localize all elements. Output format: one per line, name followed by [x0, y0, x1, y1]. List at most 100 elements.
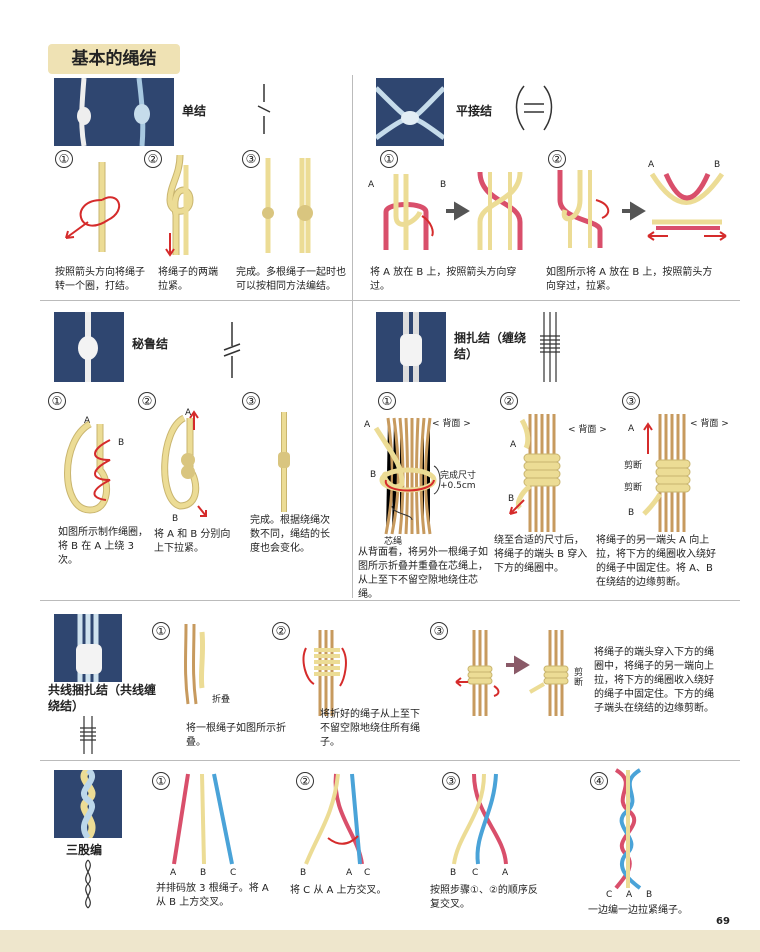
- square-knot-photo: [376, 78, 444, 146]
- row-divider: [40, 600, 740, 601]
- wrap-label-back-1: < 背面 >: [432, 419, 471, 429]
- wrap-label-a-2: A: [510, 440, 517, 450]
- single-knot-name: 单结: [182, 104, 207, 118]
- wrap-step-2-diagram: [509, 414, 561, 532]
- wrap-step-1-diagram: [373, 417, 441, 535]
- row-divider: [40, 300, 740, 301]
- braid-step-4-number: ④: [590, 772, 608, 790]
- secret-label-a: A: [84, 416, 91, 426]
- square-label-b: B: [440, 180, 447, 190]
- braid-step-4-caption: 一边编一边拉紧绳子。: [588, 905, 688, 916]
- braid-3-label-2: C: [472, 868, 479, 878]
- braid-step-2-caption: 将 C 从 A 上方交叉。: [290, 885, 387, 896]
- braid-step-4-diagram: [614, 768, 642, 890]
- square-knot-photo-art: [376, 86, 444, 141]
- square-step-2b-diagram: [647, 172, 727, 241]
- braid-2-label-1: B: [300, 868, 307, 878]
- braid-step-2-diagram: [304, 773, 364, 865]
- braid-1-label-c: C: [230, 868, 237, 878]
- square-step-1b-diagram: [477, 171, 523, 250]
- page-title: 基本的绳结: [48, 44, 180, 74]
- column-divider: [352, 75, 353, 598]
- secret-step-2-caption: 将 A 和 B 分别向上下拉紧。: [154, 529, 231, 554]
- square-label-a-2: A: [648, 160, 655, 170]
- braid-step-1-caption: 并排码放 3 根绳子。将 A 从 B 上方交叉。: [156, 883, 269, 908]
- square-arrow-1: [446, 201, 470, 221]
- single-knot-symbol: [257, 84, 271, 134]
- secret-step-1-number: ①: [48, 392, 66, 410]
- shared-step-1-number: ①: [152, 622, 170, 640]
- wrap-step-3-number: ③: [622, 392, 640, 410]
- wrap-step-1-number: ①: [378, 392, 396, 410]
- shared-step-3-caption: 将绳子的端头穿入下方的绳圈中，将绳子的另一端向上拉，将下方的绳圈收入绕好的绳子中…: [594, 647, 714, 714]
- braid-step-1-number: ①: [152, 772, 170, 790]
- single-step-2-caption: 将绳子的两端拉紧。: [158, 267, 218, 292]
- wrap-label-cut-2: 剪断: [624, 483, 643, 493]
- square-label-b-2: B: [714, 160, 721, 170]
- shared-step-1-diagram: [184, 623, 206, 705]
- wrap-step-2-caption: 绕至合适的尺寸后，将绳子的端头 B 穿入下方的绳圈中。: [494, 535, 588, 574]
- square-step-1-caption: 将 A 放在 B 上，按照箭头方向穿过。: [370, 267, 517, 292]
- page-number: 69: [716, 916, 730, 927]
- single-step-1-caption: 按照箭头方向将绳子转一个圈，打结。: [55, 267, 145, 292]
- single-knot-photo: [54, 78, 174, 146]
- secret-knot-name: 秘鲁结: [132, 337, 169, 351]
- shared-step-2-caption: 将折好的绳子从上至下不留空隙地绕住所有绳子。: [320, 709, 420, 748]
- wrap-label-b-3: B: [628, 508, 635, 518]
- wrap-step-1-caption: 从背面看，将另外一根绳子如图所示折叠并重叠在芯绳上，从上至下不留空隙地绕住芯绳。: [358, 547, 488, 600]
- wrap-label-core: 芯绳: [384, 537, 403, 547]
- wrap-label-size: 完成尺寸+0.5cm: [440, 471, 477, 491]
- braid-3-label-3: A: [502, 868, 509, 878]
- braid-step-3-number: ③: [442, 772, 460, 790]
- shared-label-cut: 剪断: [574, 668, 584, 688]
- wrap-label-back-3: < 背面 >: [690, 419, 729, 429]
- shared-step-3b-diagram: [529, 630, 569, 716]
- secret-knot-symbol: [223, 322, 241, 378]
- braid-3-label-1: B: [450, 868, 457, 878]
- secret-step-2-diagram: [161, 410, 207, 517]
- wrap-label-a-3: A: [628, 424, 635, 434]
- braid-1-label-a: A: [170, 868, 177, 878]
- braid-2-label-3: C: [364, 868, 371, 878]
- shared-knot-name: 共线捆扎结（共线缠绕结）: [48, 683, 157, 713]
- secret-label-b-2: B: [172, 514, 179, 524]
- square-step-1-number: ①: [380, 150, 398, 168]
- secret-step-3-caption: 完成。根据绕绳次数不同，绳结的长度也会变化。: [250, 515, 330, 554]
- single-step-2-diagram: [165, 154, 194, 257]
- secret-knot-photo-art: [78, 312, 98, 382]
- square-knot-symbol: [515, 85, 553, 131]
- wrap-knot-photo: [376, 312, 446, 382]
- braid-4-label-3: B: [646, 890, 653, 900]
- square-label-a: A: [368, 180, 375, 190]
- shared-step-1-caption: 将一根绳子如图所示折叠。: [186, 723, 286, 748]
- single-step-3-diagram: [262, 158, 313, 253]
- single-knot-photo-art: [77, 78, 150, 146]
- square-step-2-number: ②: [548, 150, 566, 168]
- secret-step-3-diagram: [278, 412, 290, 512]
- shared-step-3a-diagram: [455, 630, 500, 716]
- braid-photo-art: [80, 770, 96, 838]
- braid-step-3-diagram: [452, 773, 508, 865]
- shared-step-2-diagram: [302, 630, 347, 716]
- wrap-step-2-number: ②: [500, 392, 518, 410]
- shared-label-fold: 折叠: [212, 695, 231, 705]
- shared-step-3-number: ③: [430, 622, 448, 640]
- page-footer-band: [0, 930, 760, 952]
- secret-step-1-caption: 如图所示制作绳圈，将 B 在 A 上绕 3 次。: [58, 527, 148, 566]
- wrap-step-3-diagram: [642, 414, 691, 532]
- secret-step-3-number: ③: [242, 392, 260, 410]
- braid-step-3-caption: 按照步骤①、②的顺序反复交叉。: [430, 885, 538, 910]
- wrap-knot-photo-art: [400, 312, 422, 382]
- square-step-1-diagram: [383, 174, 434, 250]
- single-step-2-number: ②: [144, 150, 162, 168]
- braid-4-label-2: A: [626, 890, 633, 900]
- shared-knot-symbol: [80, 716, 96, 754]
- square-step-2-diagram: [557, 170, 610, 248]
- secret-step-1-diagram: [64, 420, 111, 514]
- row-divider: [40, 760, 740, 761]
- braid-4-label-1: C: [606, 890, 613, 900]
- wrap-label-cut-1: 剪断: [624, 461, 643, 471]
- braid-step-2-number: ②: [296, 772, 314, 790]
- secret-step-2-number: ②: [138, 392, 156, 410]
- braid-photo: [54, 770, 122, 838]
